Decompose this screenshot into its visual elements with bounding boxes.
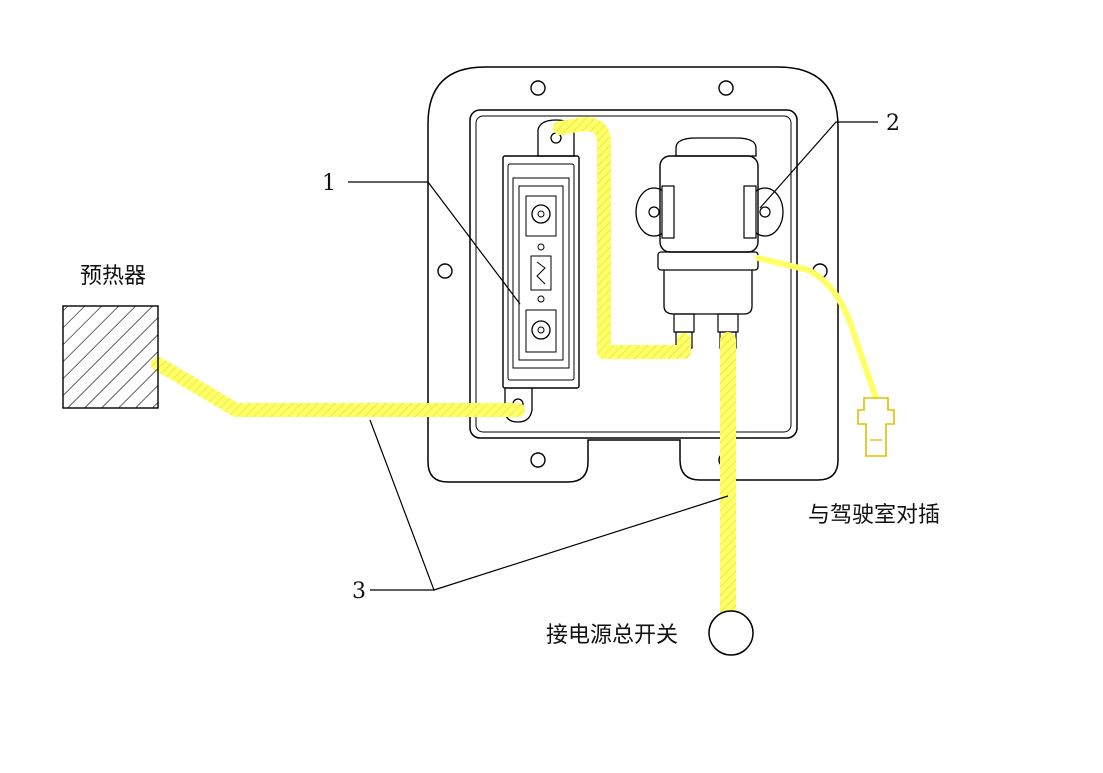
mount-hole	[530, 452, 546, 468]
relay	[635, 137, 784, 349]
cable-harness	[151, 117, 879, 626]
label-main-switch: 接电源总开关	[546, 623, 678, 648]
cab-connector	[857, 397, 895, 457]
preheater-block	[62, 305, 159, 409]
label-preheater: 预热器	[80, 264, 146, 289]
fuse-holder	[502, 119, 580, 423]
inner-panel-inset	[475, 115, 792, 433]
mounting-plate	[427, 66, 839, 483]
inner-panel	[469, 109, 798, 439]
mount-hole	[437, 263, 453, 279]
leader-part2	[759, 121, 878, 209]
label-part2: 2	[886, 111, 900, 136]
leader-part3-b	[433, 495, 729, 591]
leader-lines	[348, 121, 878, 591]
label-part3: 3	[352, 579, 366, 604]
main-switch-symbol	[708, 610, 754, 656]
label-part1: 1	[322, 171, 336, 196]
mount-hole	[530, 80, 546, 96]
mount-hole	[718, 80, 734, 96]
leader-part3	[369, 419, 435, 591]
leader-part1	[348, 181, 521, 305]
label-cab-plug: 与驾驶室对插	[808, 503, 940, 528]
